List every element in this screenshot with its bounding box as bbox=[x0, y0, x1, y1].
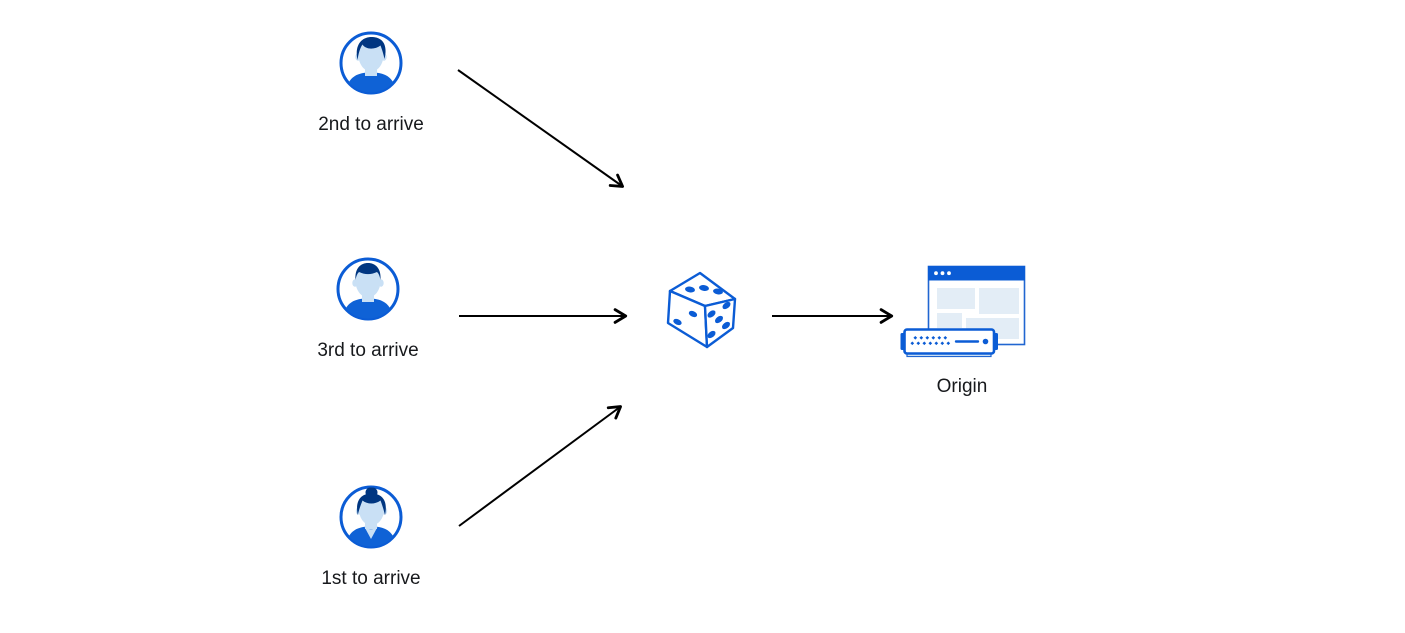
user-avatar-female-bun-icon bbox=[339, 485, 403, 549]
client-label: 2nd to arrive bbox=[318, 114, 424, 135]
arrow-client1-to-dice bbox=[458, 405, 622, 527]
arrow-client2-to-dice bbox=[457, 69, 624, 188]
dice-node bbox=[664, 268, 738, 355]
client-node-1st-to-arrive: 1st to arrive bbox=[321, 484, 421, 589]
origin-label: Origin bbox=[936, 376, 988, 397]
client-node-2nd-to-arrive: 2nd to arrive bbox=[318, 30, 424, 135]
origin-node: Origin bbox=[897, 262, 1027, 397]
dice-icon bbox=[666, 271, 737, 349]
client-node-3rd-to-arrive: 3rd to arrive bbox=[317, 256, 419, 361]
client-label: 3rd to arrive bbox=[317, 340, 419, 361]
client-label: 1st to arrive bbox=[321, 568, 421, 589]
user-avatar-male-short-hair-icon bbox=[336, 257, 400, 321]
origin-browser-and-server-icon bbox=[900, 265, 1026, 358]
user-avatar-male-wavy-hair-icon bbox=[339, 31, 403, 95]
